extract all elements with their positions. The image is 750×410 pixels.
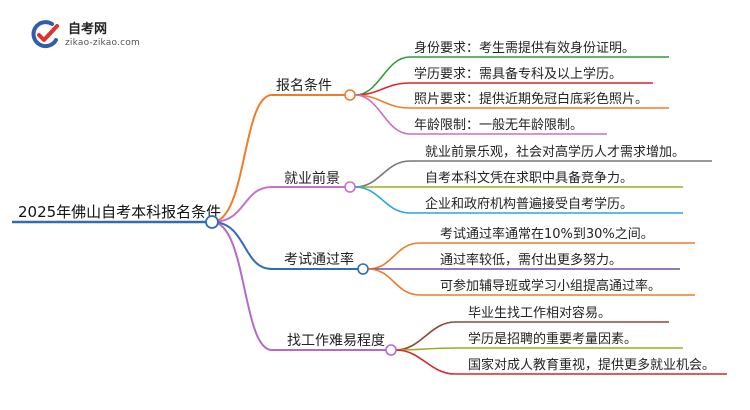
logo-url: zikao-zikao.com bbox=[65, 38, 140, 48]
branch-label[interactable]: 报名条件 bbox=[276, 77, 332, 94]
root-node[interactable] bbox=[205, 215, 219, 229]
leaf-label[interactable]: 照片要求：提供近期免冠白底彩色照片。 bbox=[414, 91, 648, 107]
branch-label[interactable]: 考试通过率 bbox=[284, 251, 354, 268]
branch-node[interactable] bbox=[344, 181, 356, 193]
leaf-label[interactable]: 身份要求：考生需提供有效身份证明。 bbox=[414, 40, 635, 56]
logo-title: 自考网 bbox=[68, 22, 108, 37]
leaf-label[interactable]: 学历要求：需具备专科及以上学历。 bbox=[414, 66, 622, 82]
leaf-connector bbox=[367, 268, 421, 296]
site-logo[interactable]: 自考网 zikao-zikao.com bbox=[30, 14, 140, 54]
leaf-label[interactable]: 就业前景乐观，社会对高学历人才需求增加。 bbox=[425, 144, 685, 160]
leaf-connector bbox=[395, 321, 456, 351]
branch-label[interactable]: 就业前景 bbox=[284, 170, 340, 187]
leaf-label[interactable]: 通过率较低，需付出更多努力。 bbox=[440, 252, 622, 268]
branch-connector bbox=[211, 221, 273, 351]
leaf-label[interactable]: 学历是招聘的重要考量因素。 bbox=[468, 331, 637, 347]
branch-node[interactable] bbox=[344, 89, 356, 101]
leaf-label[interactable]: 自考本科文凭在求职中具备竞争力。 bbox=[425, 170, 633, 186]
leaf-label[interactable]: 毕业生找工作相对容易。 bbox=[468, 305, 611, 321]
leaf-connector bbox=[354, 94, 411, 135]
branch-node[interactable] bbox=[385, 344, 397, 356]
leaf-label[interactable]: 可参加辅导班或学习小组提高通过率。 bbox=[440, 278, 661, 294]
leaf-label[interactable]: 企业和政府机构普遍接受自考学历。 bbox=[425, 196, 633, 212]
logo-mark-icon bbox=[31, 20, 59, 49]
branch-label[interactable]: 找工作难易程度 bbox=[287, 333, 385, 349]
leaf-label[interactable]: 年龄限制：一般无年龄限制。 bbox=[414, 117, 583, 133]
leaf-label[interactable]: 国家对成人教育重视，提供更多就业机会。 bbox=[468, 357, 715, 373]
leaf-connector bbox=[367, 242, 421, 270]
leaf-connector bbox=[354, 160, 411, 188]
branch-node[interactable] bbox=[357, 263, 369, 275]
leaf-label[interactable]: 考试通过率通常在10%到30%之间。 bbox=[440, 226, 654, 242]
branch-connector bbox=[211, 186, 273, 223]
branch-connector bbox=[211, 221, 273, 270]
leaf-connector bbox=[354, 186, 411, 214]
leaf-connector bbox=[395, 349, 456, 375]
root-label[interactable]: 2025年佛山自考本科报名条件 bbox=[18, 203, 221, 221]
branch-connector bbox=[211, 94, 273, 223]
